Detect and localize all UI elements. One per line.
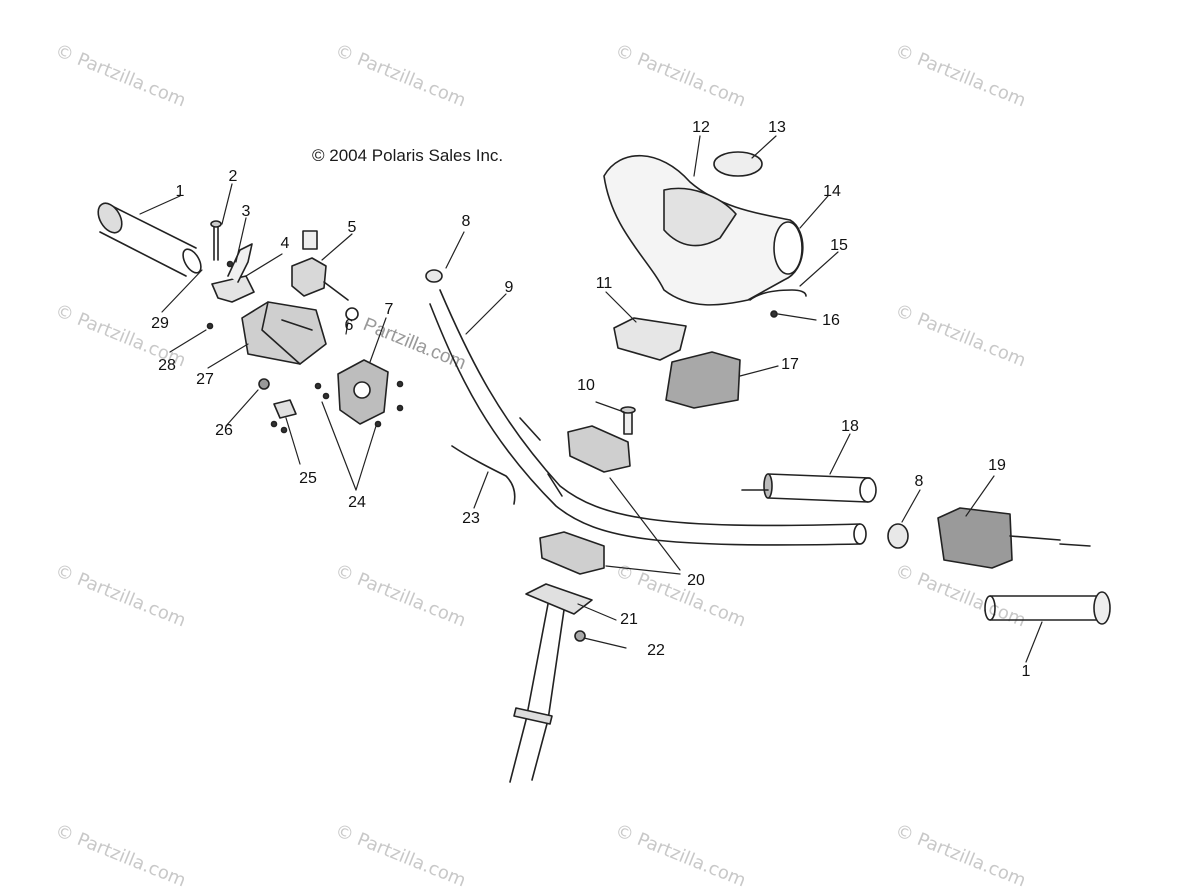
callout-15: 15 bbox=[830, 237, 848, 254]
callout-26: 26 bbox=[215, 422, 233, 439]
decal-part-13 bbox=[713, 151, 763, 177]
pod-cover bbox=[665, 351, 741, 409]
callout-9: 9 bbox=[504, 279, 514, 296]
far-right-grip bbox=[984, 591, 1111, 625]
leader-lines bbox=[139, 135, 1043, 663]
callout-17: 17 bbox=[781, 356, 799, 373]
callout-7: 7 bbox=[384, 301, 394, 318]
end-cap-right bbox=[887, 523, 909, 549]
callout-1: 1 bbox=[175, 183, 185, 200]
bolt-part-10 bbox=[620, 406, 636, 435]
handlebar bbox=[429, 289, 867, 546]
steering-post bbox=[509, 603, 565, 783]
screw-part-16 bbox=[770, 310, 778, 318]
switch-cover bbox=[337, 359, 389, 425]
callout-8: 8 bbox=[461, 213, 471, 230]
copyright-text: © 2004 Polaris Sales Inc. bbox=[312, 146, 504, 165]
callout-22: 22 bbox=[647, 642, 665, 659]
callout-10: 10 bbox=[577, 377, 595, 394]
callout-24: 24 bbox=[348, 494, 366, 511]
left-grip bbox=[97, 202, 202, 277]
callout-5: 5 bbox=[347, 219, 357, 236]
callout-14: 14 bbox=[823, 183, 841, 200]
lever-bracket bbox=[211, 243, 255, 303]
washer-part-6 bbox=[345, 307, 359, 321]
upper-clamp bbox=[567, 425, 631, 473]
callout-27: 27 bbox=[196, 371, 214, 388]
callout-21: 21 bbox=[620, 611, 638, 628]
callout-3: 3 bbox=[241, 203, 251, 220]
callout-19: 19 bbox=[988, 457, 1006, 474]
handlebar-hood bbox=[603, 151, 804, 306]
callout-6: 6 bbox=[344, 317, 354, 334]
lower-clamp bbox=[539, 531, 605, 575]
screw-part-2 bbox=[210, 220, 222, 261]
callout-28: 28 bbox=[158, 357, 176, 374]
plate-part-25 bbox=[273, 399, 297, 419]
callout-16: 16 bbox=[822, 312, 840, 329]
callout-12: 12 bbox=[692, 119, 710, 136]
callout-13: 13 bbox=[768, 119, 786, 136]
callout-4: 4 bbox=[280, 235, 290, 252]
switch-block bbox=[291, 230, 349, 301]
control-assembly bbox=[937, 507, 1091, 569]
callout-25: 25 bbox=[299, 470, 317, 487]
callout-18: 18 bbox=[841, 418, 859, 435]
callout-2: 2 bbox=[228, 168, 238, 185]
callout-11: 11 bbox=[595, 275, 613, 292]
callout-23: 23 bbox=[462, 510, 480, 527]
throttle-housing bbox=[241, 301, 327, 365]
throttle-cable bbox=[451, 445, 516, 505]
callout-8-right: 8 bbox=[914, 473, 924, 490]
callout-20: 20 bbox=[687, 572, 705, 589]
hood-bracket bbox=[613, 317, 687, 361]
plug-part-26 bbox=[258, 378, 270, 390]
nut-part-22 bbox=[574, 630, 586, 642]
bar-end-plug bbox=[425, 269, 443, 283]
wire-part-15 bbox=[749, 289, 807, 301]
callout-1-right: 1 bbox=[1021, 663, 1031, 680]
mount-plate bbox=[525, 583, 593, 615]
right-grip bbox=[741, 473, 877, 503]
callout-29: 29 bbox=[151, 315, 169, 332]
